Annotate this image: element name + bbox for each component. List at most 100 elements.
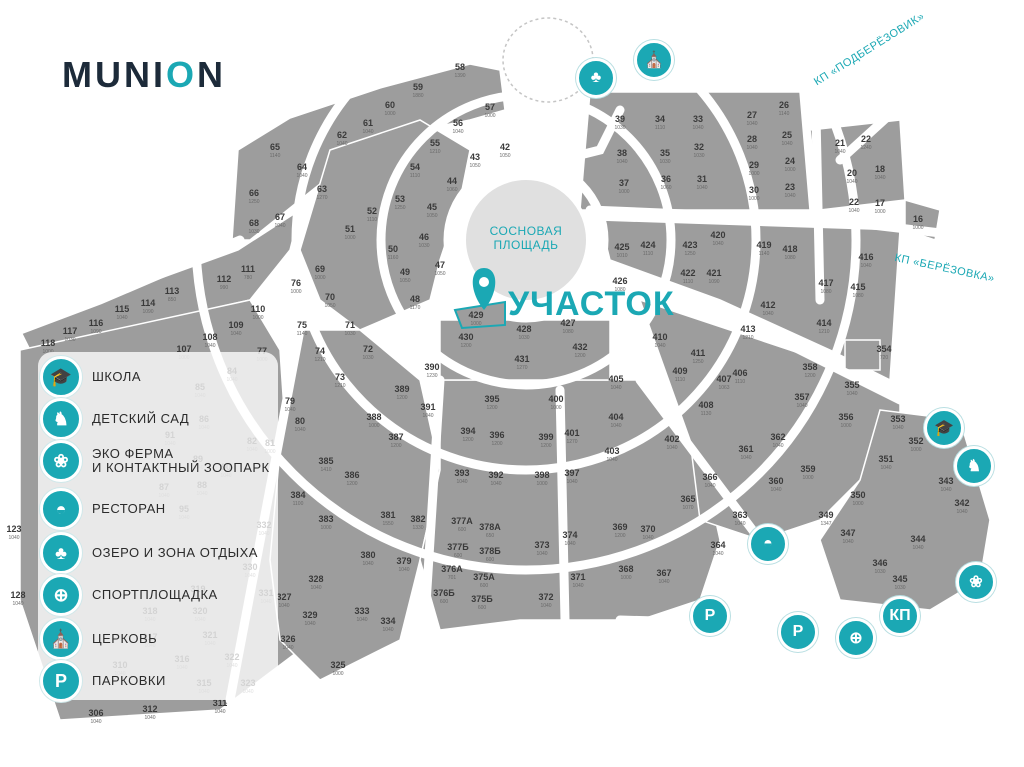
lot-number[interactable]: 58 (455, 62, 465, 72)
lot-number[interactable]: 22 (849, 197, 859, 207)
lot-number[interactable]: 375Б (471, 594, 493, 604)
lot-number[interactable]: 344 (910, 534, 925, 544)
lot-number[interactable]: 432 (572, 342, 587, 352)
lot-number[interactable]: 427 (560, 318, 575, 328)
lot-number[interactable]: 414 (816, 318, 831, 328)
lot-number[interactable]: 364 (710, 540, 725, 550)
lot-number[interactable]: 360 (768, 476, 783, 486)
lot-number[interactable]: 30 (749, 185, 759, 195)
lot-number[interactable]: 80 (295, 416, 305, 426)
lot-number[interactable]: 346 (872, 558, 887, 568)
lot-number[interactable]: 59 (413, 82, 423, 92)
lot-number[interactable]: 71 (345, 320, 355, 330)
lot-number[interactable]: 47 (435, 260, 445, 270)
lot-number[interactable]: 359 (800, 464, 815, 474)
lot-number[interactable]: 407 (716, 374, 731, 384)
lot-number[interactable]: 37 (619, 178, 629, 188)
lot-number[interactable]: 399 (538, 432, 553, 442)
lot-number[interactable]: 329 (302, 610, 317, 620)
lot-number[interactable]: 387 (388, 432, 403, 442)
lot-number[interactable]: 73 (335, 372, 345, 382)
lot-number[interactable]: 44 (447, 176, 457, 186)
lot-number[interactable]: 48 (410, 294, 420, 304)
lot-number[interactable]: 17 (875, 198, 885, 208)
lot-number[interactable]: 42 (500, 142, 510, 152)
lot-number[interactable]: 431 (514, 354, 529, 364)
lot-number[interactable]: 379 (396, 556, 411, 566)
lot-number[interactable]: 67 (275, 212, 285, 222)
lot-number[interactable]: 384 (290, 490, 305, 500)
lot-number[interactable]: 43 (470, 152, 480, 162)
lot-number[interactable]: 60 (385, 100, 395, 110)
lot-number[interactable]: 22 (861, 134, 871, 144)
lot-number[interactable]: 72 (363, 344, 373, 354)
lot-number[interactable]: 428 (516, 324, 531, 334)
lot-number[interactable]: 57 (485, 102, 495, 112)
lot-number[interactable]: 347 (840, 528, 855, 538)
lot-number[interactable]: 410 (652, 332, 667, 342)
lot-number[interactable]: 417 (818, 278, 833, 288)
lot-number[interactable]: 23 (785, 182, 795, 192)
lot-number[interactable]: 108 (202, 332, 217, 342)
lot-number[interactable]: 20 (847, 168, 857, 178)
lot-number[interactable]: 111 (241, 264, 255, 274)
cloche-icon[interactable]: ◓ (748, 524, 788, 564)
lot-number[interactable]: 54 (410, 162, 420, 172)
lot-number[interactable]: 389 (394, 384, 409, 394)
lot-number[interactable]: 430 (458, 332, 473, 342)
lot-number[interactable]: 32 (694, 142, 704, 152)
lot-number[interactable]: 354 (876, 344, 891, 354)
lot-number[interactable]: 33 (693, 114, 703, 124)
lot-number[interactable]: 375А (473, 572, 495, 582)
lot-number[interactable]: 66 (249, 188, 259, 198)
lot-number[interactable]: 352 (908, 436, 923, 446)
lot-number[interactable]: 419 (756, 240, 771, 250)
lot-number[interactable]: 112 (217, 274, 232, 284)
lot-number[interactable]: 394 (460, 426, 475, 436)
lot-number[interactable]: 392 (488, 470, 503, 480)
lot-number[interactable]: 349 (818, 510, 833, 520)
lot-number[interactable]: 383 (318, 514, 333, 524)
lot-number[interactable]: 110 (251, 304, 266, 314)
lot-number[interactable]: 423 (682, 240, 697, 250)
lot-number[interactable]: 76 (291, 278, 301, 288)
lot-number[interactable]: 55 (430, 138, 440, 148)
lot-number[interactable]: 353 (890, 414, 905, 424)
lot-number[interactable]: 388 (366, 412, 381, 422)
lot-number[interactable]: 52 (367, 206, 377, 216)
church-icon[interactable]: ⛪ (634, 40, 674, 80)
lot-number[interactable]: 28 (747, 134, 757, 144)
lot-number[interactable]: 403 (604, 446, 619, 456)
lot-number[interactable]: 409 (672, 366, 687, 376)
lot-number[interactable]: 415 (850, 282, 865, 292)
checkpoint-icon[interactable]: КП (880, 596, 920, 636)
lot-number[interactable]: 357 (794, 392, 809, 402)
lot-number[interactable]: 56 (453, 118, 463, 128)
lot-number[interactable]: 38 (617, 148, 627, 158)
lot-number[interactable]: 376Б (433, 588, 455, 598)
lot-number[interactable]: 107 (176, 344, 191, 354)
lot-number[interactable]: 356 (838, 412, 853, 422)
lot-number[interactable]: 45 (427, 202, 437, 212)
lot-number[interactable]: 382 (410, 514, 425, 524)
lot-number[interactable]: 413 (740, 324, 755, 334)
paw-icon[interactable]: ❀ (956, 562, 996, 602)
lot-number[interactable]: 46 (419, 232, 429, 242)
lot-number[interactable]: 406 (732, 368, 747, 378)
lot-number[interactable]: 53 (395, 194, 405, 204)
lot-number[interactable]: 390 (424, 362, 439, 372)
court-icon[interactable]: ⊕ (836, 618, 876, 658)
lot-number[interactable]: 401 (564, 428, 579, 438)
lot-number[interactable]: 377А (451, 516, 473, 526)
lot-number[interactable]: 421 (706, 268, 721, 278)
lot-number[interactable]: 333 (354, 606, 369, 616)
lot-number[interactable]: 418 (782, 244, 797, 254)
lot-number[interactable]: 114 (141, 298, 156, 308)
lot-number[interactable]: 376А (441, 564, 463, 574)
lot-number[interactable]: 370 (640, 524, 655, 534)
lot-number[interactable]: 345 (892, 574, 907, 584)
lot-number[interactable]: 311 (213, 698, 228, 708)
lot-number[interactable]: 117 (63, 326, 78, 336)
lot-number[interactable]: 16 (913, 214, 923, 224)
lot-number[interactable]: 36 (661, 174, 671, 184)
